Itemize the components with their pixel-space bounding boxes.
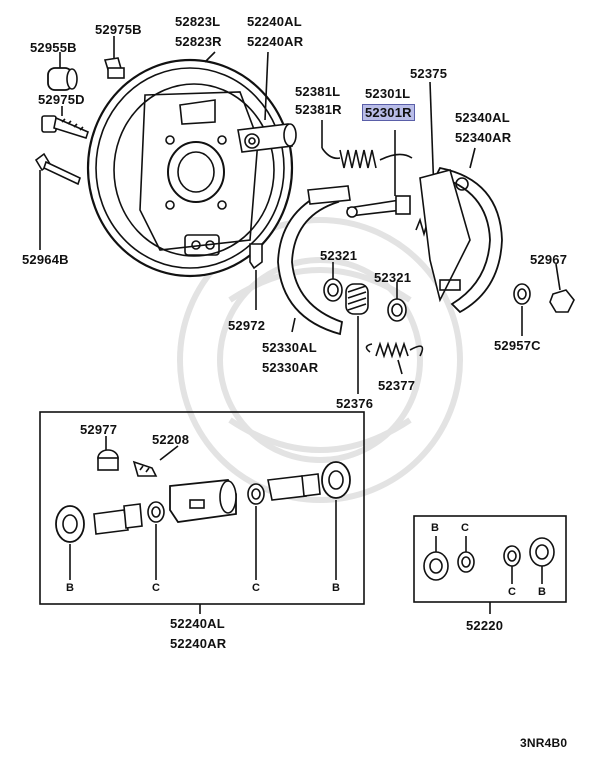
label-52301R-highlighted: 52301R	[362, 104, 415, 121]
label-52321-a: 52321	[320, 248, 358, 263]
label-52240AL-bottom: 52240AL	[170, 616, 225, 631]
label-52381L: 52381L	[295, 84, 341, 99]
label-52957C: 52957C	[494, 338, 541, 353]
cup-52321-b	[387, 298, 407, 322]
clip-52972	[249, 243, 263, 270]
label-52340AR: 52340AR	[455, 130, 512, 145]
watermark-logo	[177, 217, 463, 503]
spring-52381	[321, 147, 413, 169]
label-52975B: 52975B	[95, 22, 142, 37]
plug-52955B	[47, 67, 78, 91]
label-52967: 52967	[530, 252, 568, 267]
label-52220: 52220	[466, 618, 504, 633]
spring-52376	[345, 283, 369, 315]
brake-shoe-52330	[277, 185, 351, 336]
repair-kit-box	[413, 515, 567, 603]
label-52977: 52977	[80, 422, 118, 437]
label-52321-b: 52321	[374, 270, 412, 285]
label-52377: 52377	[378, 378, 416, 393]
nut-52967	[549, 289, 575, 313]
label-52240AR-top: 52240AR	[247, 34, 304, 49]
ref-c-4: C	[508, 586, 516, 598]
label-52823R: 52823R	[175, 34, 222, 49]
label-52375: 52375	[410, 66, 448, 81]
label-52340AL: 52340AL	[455, 110, 510, 125]
label-52975D: 52975D	[38, 92, 85, 107]
label-52240AR-bottom: 52240AR	[170, 636, 227, 651]
label-52330AR: 52330AR	[262, 360, 319, 375]
adjuster-52301	[346, 195, 411, 218]
label-52972: 52972	[228, 318, 266, 333]
bleeder-52975B	[103, 57, 125, 79]
label-52381R: 52381R	[295, 102, 342, 117]
ref-b-1: B	[66, 582, 74, 594]
ref-b-4: B	[538, 586, 546, 598]
ref-b-2: B	[332, 582, 340, 594]
label-52301L: 52301L	[365, 86, 411, 101]
label-52240AL-top: 52240AL	[247, 14, 302, 29]
label-52955B: 52955B	[30, 40, 77, 55]
wheel-cylinder-top	[237, 123, 297, 153]
spring-52377	[365, 341, 424, 359]
diagram-code: 3NR4B0	[520, 736, 568, 750]
backing-plate	[86, 58, 294, 278]
ref-c-3: C	[461, 522, 469, 534]
label-52823L: 52823L	[175, 14, 221, 29]
ref-c-1: C	[152, 582, 160, 594]
label-52376: 52376	[336, 396, 374, 411]
brake-shoe-52340	[419, 166, 503, 314]
label-52964B: 52964B	[22, 252, 69, 267]
washer-52957C	[513, 283, 531, 305]
ref-c-2: C	[252, 582, 260, 594]
label-52208: 52208	[152, 432, 190, 447]
bolt-52975D	[41, 115, 89, 139]
cup-52321-a	[323, 278, 343, 302]
ref-b-3: B	[431, 522, 439, 534]
label-52330AL: 52330AL	[262, 340, 317, 355]
wheel-cylinder-exploded	[39, 411, 365, 605]
bolt-52964B	[34, 152, 81, 186]
